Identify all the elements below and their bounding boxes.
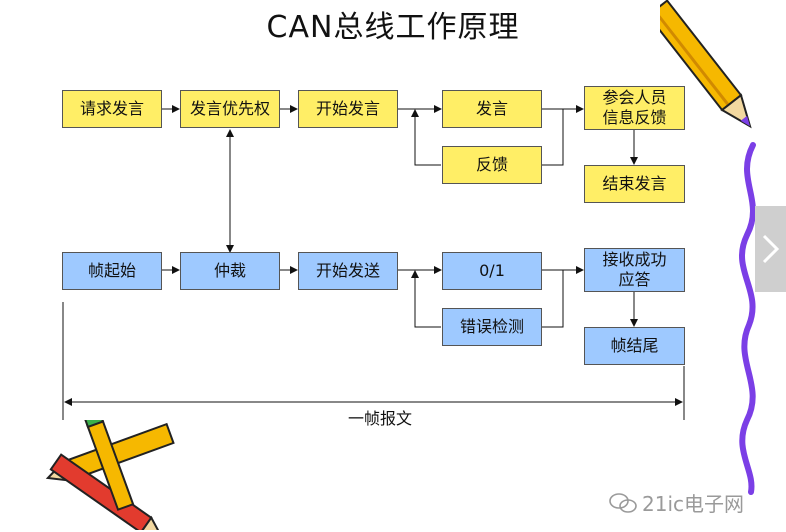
speak-priority-box: 发言优先权 [180,90,280,128]
frame-end-box: 帧结尾 [584,327,685,365]
chevron-right-icon [762,234,780,264]
end-speak-box: 结束发言 [584,165,685,203]
ack-box: 接收成功 应答 [584,248,685,292]
speak-box: 发言 [442,90,542,128]
pencils-decoration [45,420,175,530]
wechat-icon [609,492,637,513]
start-speak-box: 开始发言 [298,90,398,128]
arbitration-box: 仲裁 [180,252,280,290]
feedback-box: 反馈 [442,146,542,184]
pencil-icon [660,0,752,129]
start-send-box: 开始发送 [298,252,398,290]
error-check-box: 错误检测 [442,308,542,346]
frame-start-box: 帧起始 [62,252,162,290]
watermark: 21ic电子网 [608,488,744,517]
frame-span-label: 一帧报文 [347,409,412,428]
page-title: CAN总线工作原理 [266,10,520,45]
bit-box: 0/1 [442,252,542,290]
next-slide-button[interactable] [755,206,786,292]
request-speak-box: 请求发言 [62,90,162,128]
watermark-text: 21ic电子网 [642,492,745,516]
squiggle-decoration [739,142,756,495]
feedback-info-box: 参会人员 信息反馈 [584,86,685,130]
